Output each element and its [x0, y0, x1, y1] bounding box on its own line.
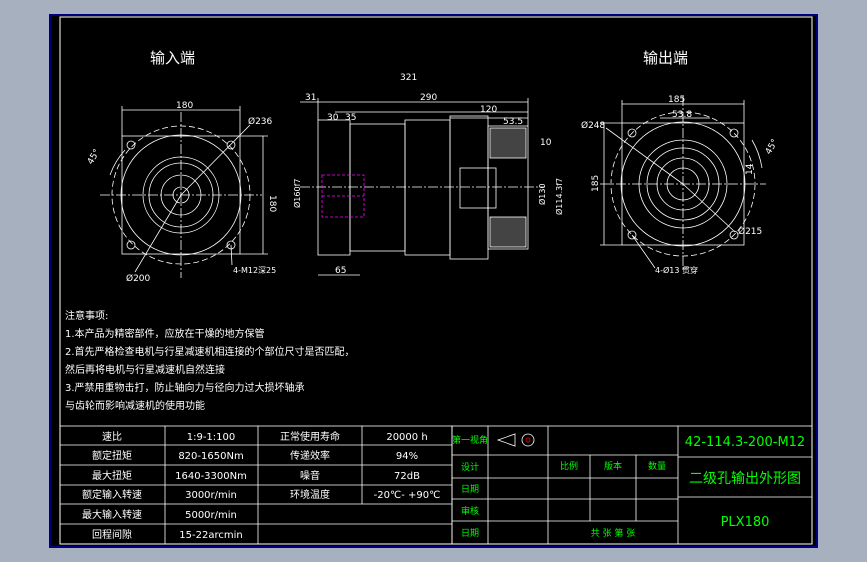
- input-dim-height: 180: [267, 195, 277, 212]
- spec-table: 速比 1:9-1:100 正常使用寿命 20000 h 额定扭矩 820-165…: [59, 425, 453, 545]
- spec-cell: 噪音: [300, 469, 320, 482]
- spec-cell: 20000 h: [386, 432, 427, 443]
- projection-symbol: [496, 433, 535, 447]
- output-leader-holes: [631, 234, 656, 269]
- note-line-4: 3.严禁用重物击打，防止轴向力与径向力过大损坏轴承: [65, 381, 305, 394]
- tb-review: 审核: [461, 505, 479, 517]
- input-hole-bl: [126, 240, 136, 250]
- output-dim-outer-dia: Ø248: [581, 120, 606, 131]
- spec-cell: 72dB: [394, 471, 420, 482]
- note-line-3: 然后再将电机与行星减速机自然连接: [65, 363, 225, 376]
- input-hole-tl: [126, 140, 136, 150]
- tb-date-1: 日期: [461, 484, 479, 495]
- tb-date-2: 日期: [461, 528, 479, 539]
- output-dim-bolt-dia: Ø215: [738, 226, 762, 237]
- input-angle-arc: [109, 149, 126, 176]
- output-dim-53: 53.8: [672, 110, 692, 120]
- input-end-view: [100, 106, 268, 278]
- side-dim-35: 35: [345, 113, 356, 123]
- input-dim-bolt-dia: Ø200: [126, 273, 151, 284]
- spec-cell: -20℃- +90℃: [374, 490, 441, 501]
- drawing-model: PLX180: [721, 515, 770, 530]
- side-dim-flange: 31: [305, 93, 316, 103]
- output-leader-215: [682, 183, 736, 233]
- side-dim-10: 10: [540, 138, 552, 148]
- side-dim-shaft: 120: [480, 105, 497, 115]
- input-dim-width: 180: [176, 101, 193, 111]
- spec-cell: 传递效率: [290, 449, 330, 462]
- spec-cell: 15-22arcmin: [179, 530, 242, 541]
- spec-cell: 回程间隙: [92, 528, 132, 541]
- input-hole-tr: [226, 140, 236, 150]
- side-output-cap-bot: [489, 216, 527, 248]
- side-dim-body: 290: [420, 93, 437, 103]
- spec-cell: 最大扭矩: [92, 469, 132, 482]
- input-leader-holes: [230, 244, 233, 266]
- input-dim-outer-dia: Ø236: [248, 116, 273, 127]
- spec-cell: 820-1650Nm: [178, 451, 243, 462]
- notes-block: 注意事项: 1.本产品为精密部件，应放在干燥的地方保管 2.首先严格检查电机与行…: [65, 309, 355, 412]
- output-hole-bl: [627, 230, 637, 240]
- output-dim-14: 14: [745, 163, 755, 175]
- input-leader-236: [180, 124, 251, 196]
- output-hole-tr: [729, 128, 739, 138]
- note-line-1: 1.本产品为精密部件，应放在干燥的地方保管: [65, 327, 265, 340]
- output-leader-248: [605, 127, 684, 185]
- output-hole-tl: [627, 128, 637, 138]
- tb-total-sheets: 共 张 第 张: [591, 527, 636, 539]
- spec-cell: 1:9-1:100: [187, 432, 236, 443]
- projection-circle-outer: [521, 433, 535, 447]
- side-output-hub: [459, 167, 497, 209]
- note-line-5: 与齿轮而影响减速机的使用功能: [65, 399, 205, 412]
- spec-cell: 94%: [396, 451, 418, 462]
- projection-circle-inner: [525, 437, 531, 443]
- side-output-cap-top: [489, 127, 527, 159]
- spec-cell: 5000r/min: [185, 510, 237, 521]
- tb-design: 设计: [461, 461, 479, 473]
- output-end-view: [600, 96, 766, 272]
- note-line-2: 2.首先严格检查电机与行星减速机相连接的个部位尺寸是否匹配，: [65, 345, 355, 358]
- side-dim-30: 30: [327, 113, 339, 123]
- drawing-code: 42-114.3-200-M12: [685, 435, 805, 450]
- projection-cone: [496, 433, 516, 447]
- drawing-name: 二级孔输出外形图: [689, 471, 801, 487]
- side-view: [300, 98, 545, 276]
- side-hidden-lines: [321, 174, 365, 218]
- output-dim-holes: 4-Ø13 贯穿: [655, 265, 698, 275]
- tb-version: 版本: [604, 460, 622, 472]
- spec-cell: 正常使用寿命: [280, 430, 340, 443]
- output-angle-arc: [751, 139, 763, 169]
- side-dim-53: 53.5: [503, 117, 523, 127]
- side-dim-65: 65: [335, 266, 346, 276]
- input-dim-holes: 4-M12深25: [233, 266, 276, 275]
- spec-cell: 环境温度: [290, 488, 330, 501]
- output-dim-width: 185: [668, 95, 685, 105]
- side-dim-total: 321: [400, 73, 417, 83]
- spec-cell: 3000r/min: [185, 490, 237, 501]
- tb-projection: 第一视角: [452, 434, 488, 446]
- side-dim-out-dia: Ø114.3f7: [554, 178, 564, 215]
- spec-cell: 最大输入转速: [82, 508, 142, 521]
- title-block-border: [451, 425, 813, 545]
- title-block: 第一视角 设计 日期 审核 日期 比例 版本 数量 共 张 第 张 42-114…: [451, 425, 813, 545]
- input-end-title: 输入端: [150, 49, 195, 67]
- notes-heading: 注意事项:: [65, 309, 108, 322]
- spec-cell: 额定输入转速: [82, 488, 142, 501]
- spec-cell: 速比: [102, 431, 122, 443]
- side-output-flange: [487, 125, 529, 250]
- side-dim-shaft-dia: Ø130: [537, 183, 547, 205]
- side-dim-bore: Ø160f7: [292, 179, 302, 208]
- spec-cell: 额定扭矩: [92, 449, 132, 462]
- spec-cell: 1640-3300Nm: [175, 471, 247, 482]
- output-dim-height: 185: [591, 175, 601, 192]
- tb-quantity: 数量: [648, 460, 666, 472]
- output-end-title: 输出端: [643, 49, 688, 67]
- tb-scale: 比例: [560, 460, 578, 472]
- input-leader-200: [134, 194, 182, 273]
